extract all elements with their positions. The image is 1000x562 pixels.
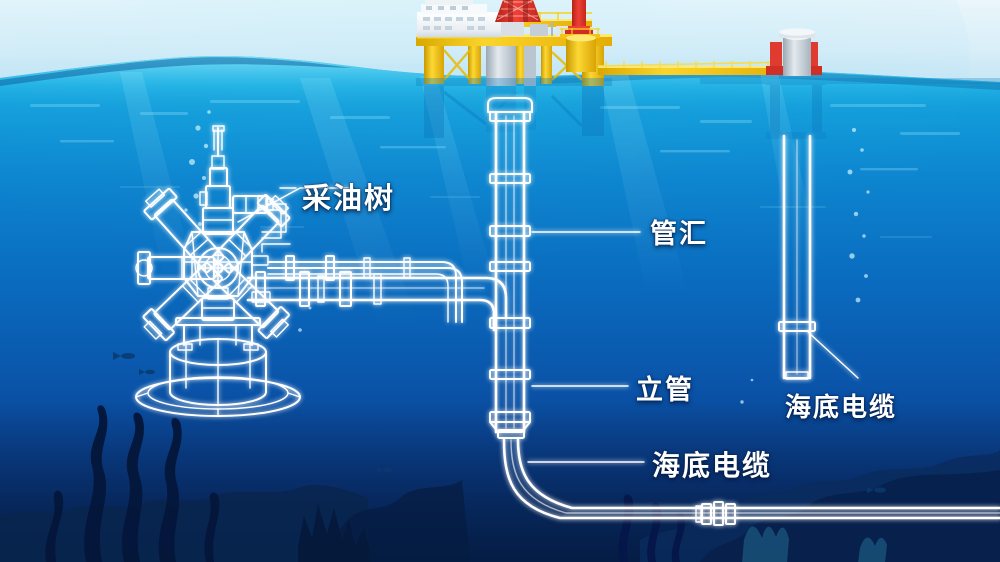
platform-drilling-derrick — [495, 0, 541, 22]
riser-column — [487, 97, 533, 439]
riser-collars — [489, 111, 531, 439]
tree-mudmat — [135, 376, 301, 417]
label-christmas-tree: 采油树 — [302, 183, 396, 215]
leader-lines — [237, 187, 859, 463]
tree-valve-body — [183, 231, 253, 297]
label-riser: 立管 — [636, 375, 694, 405]
manifold-jumper-stubs — [251, 243, 291, 303]
flowline-upper — [267, 255, 463, 323]
platform-accommodation-block — [417, 0, 501, 39]
monopile-head — [766, 28, 822, 76]
subsea-cable-right — [778, 134, 816, 380]
tree-valve-arms — [135, 187, 291, 342]
platform-catwalk-bridge — [597, 61, 791, 75]
platform-flare-tower — [560, 0, 600, 72]
tree-support-frame — [175, 287, 261, 351]
tree-upper-stack — [199, 125, 287, 239]
platform-support-legs — [424, 40, 604, 86]
subsea-cable-bottom — [502, 438, 1000, 526]
label-subsea-cable-right: 海底电缆 — [785, 392, 898, 422]
seabed-flora — [0, 352, 1000, 562]
monopile-underwater-frame — [700, 78, 1000, 139]
christmas-tree-assembly — [135, 125, 301, 417]
label-subsea-cable-bottom: 海底电缆 — [652, 450, 773, 481]
flowline-upper-flanges — [285, 255, 411, 281]
cable-coupling — [695, 501, 736, 526]
tree-foundation — [169, 338, 267, 406]
label-manifold: 管汇 — [650, 219, 708, 249]
manifold-flowlines — [246, 243, 508, 332]
